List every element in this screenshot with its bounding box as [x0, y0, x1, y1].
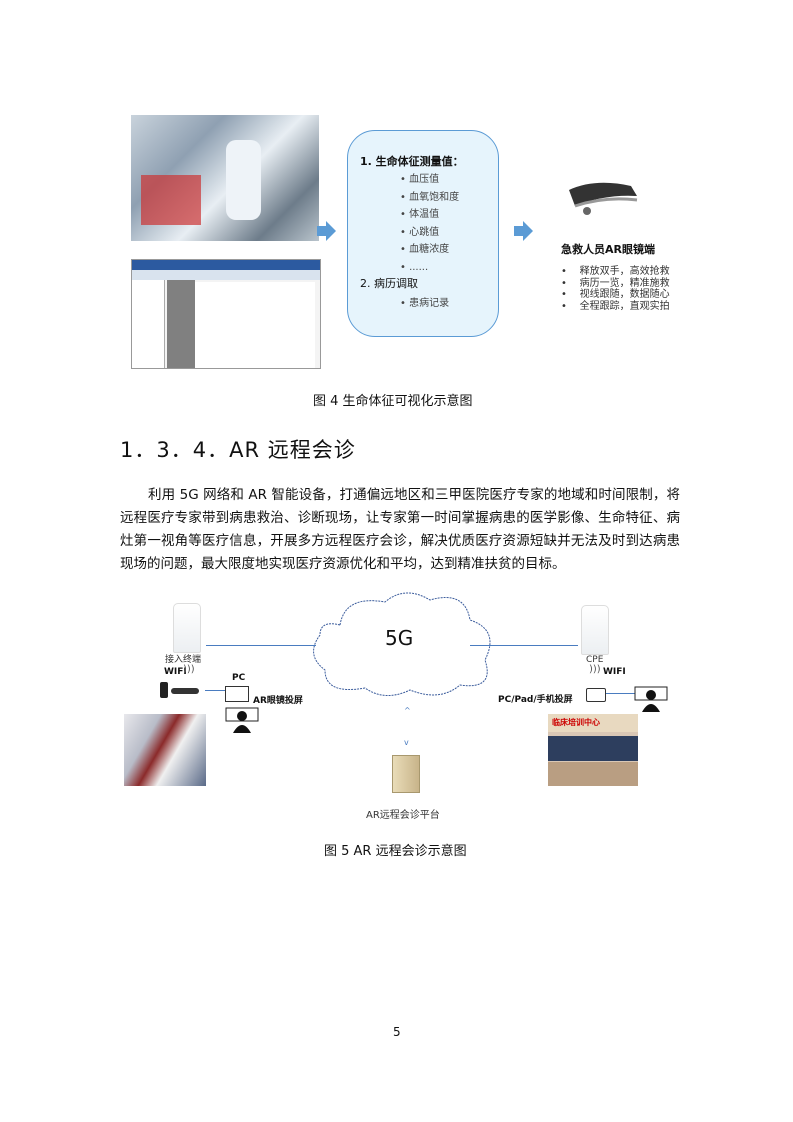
- ar-points: • 释放双手，高效抢救 • 病历一览，精准施救 • 视线跟随，数据随心 • 全程…: [561, 266, 670, 312]
- section-heading: 1．3．4．AR 远程会诊: [120, 438, 356, 462]
- list-item: • 病历一览，精准施救: [561, 277, 670, 289]
- list-item: • 释放双手，高效抢救: [561, 266, 670, 277]
- arrow-icon: [317, 226, 326, 236]
- arrow-icon: [514, 226, 523, 236]
- ar-glasses-icon: [569, 182, 638, 215]
- router-icon: [173, 603, 201, 653]
- ar-title: 急救人员AR眼镜端: [561, 243, 655, 256]
- list-item: • 视线跟随，数据随心: [561, 289, 670, 300]
- list-item: • 血压值: [400, 174, 440, 185]
- wifi-icon: ))): [183, 664, 195, 675]
- ar-cast-label: AR眼镜投屏: [253, 696, 303, 706]
- 5g-cloud: [313, 592, 491, 696]
- ar-glasses-icon: [160, 682, 168, 698]
- consultation-room-photo: 临床培训中心: [548, 714, 638, 786]
- ambulance-photo: [131, 115, 319, 241]
- expert-avatar-icon: [225, 707, 259, 733]
- figure-caption: 图 4 生命体征可视化示意图: [313, 394, 473, 409]
- right-router-label: CPE: [586, 655, 604, 665]
- vitals-list: • 血压值 • 血氧饱和度 • 体温值 • 心跳值 • 血糖浓度 • .....…: [400, 171, 459, 276]
- left-wifi-label: WIFI: [164, 667, 187, 677]
- left-router-label: 接入终端: [165, 655, 202, 665]
- figure-caption: 图 5 AR 远程会诊示意图: [324, 844, 467, 859]
- platform-label: AR远程会诊平台: [366, 810, 440, 821]
- patient-photo: [124, 714, 206, 786]
- ar-glasses-icon: [171, 688, 199, 694]
- list-item: • 心跳值: [400, 226, 440, 238]
- list-item: • 血糖浓度: [400, 244, 450, 255]
- cloud-label: 5G: [385, 626, 414, 650]
- page-number: 5: [393, 1025, 401, 1039]
- router-icon: [581, 605, 609, 655]
- medical-record-screenshot: [131, 259, 321, 369]
- list-item: • 血氧饱和度: [400, 191, 460, 203]
- vitals-title: 1. 生命体征测量值：: [360, 155, 464, 168]
- body-paragraph: 利用 5G 网络和 AR 智能设备，打通偏远地区和三甲医院医疗专家的地域和时间限…: [120, 487, 680, 572]
- pc-label: PC: [232, 673, 246, 683]
- list-item: • ......: [400, 261, 429, 273]
- banner-text: 临床培训中心: [552, 718, 600, 727]
- server-icon: [392, 755, 420, 793]
- expert-avatar-icon: [634, 686, 668, 712]
- right-wifi-label: WIFI: [603, 667, 626, 677]
- list-item: • 全程跟踪，直观实拍: [561, 300, 670, 312]
- list-item: • 体温值: [400, 209, 440, 220]
- wifi-icon: ))): [589, 664, 601, 675]
- vitals-box: 1. 生命体征测量值： • 血压值 • 血氧饱和度 • 体温值 • 心跳值 • …: [347, 130, 499, 337]
- records-title: 2. 病历调取: [360, 277, 418, 290]
- list-item: • 患病记录: [400, 298, 450, 309]
- pc-monitor-icon: [225, 686, 249, 702]
- right-cast-label: PC/Pad/手机投屏: [498, 695, 573, 705]
- pad-monitor-icon: [586, 688, 606, 702]
